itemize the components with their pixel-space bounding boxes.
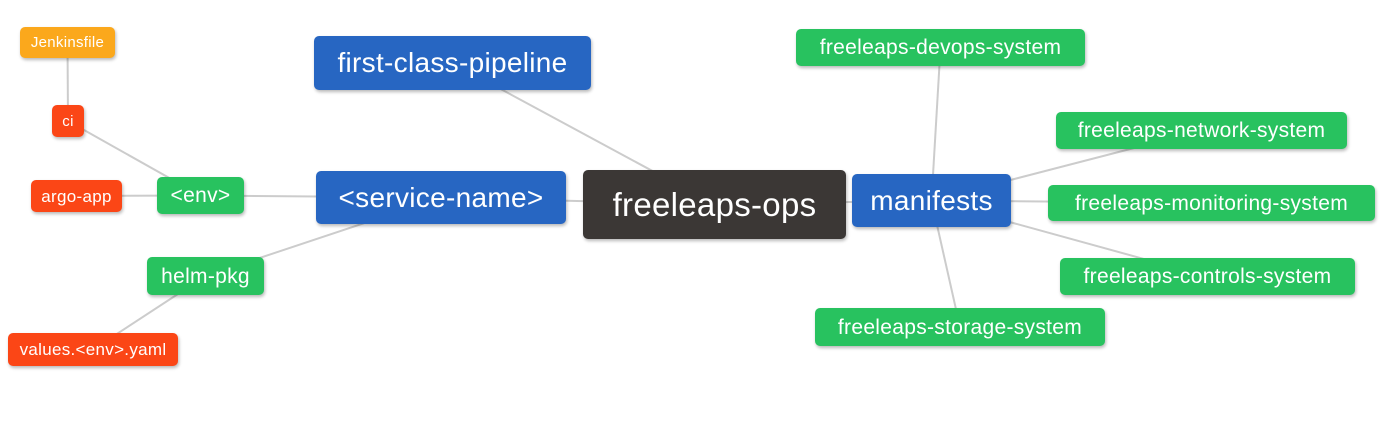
node-env[interactable]: <env> (157, 177, 244, 214)
node-jenkinsfile[interactable]: Jenkinsfile (20, 27, 115, 58)
node-freeleaps-monitoring-system[interactable]: freeleaps-monitoring-system (1048, 185, 1375, 221)
node-first-class-pipeline[interactable]: first-class-pipeline (314, 36, 591, 90)
node-helm-pkg[interactable]: helm-pkg (147, 257, 264, 295)
node-values-env-yaml[interactable]: values.<env>.yaml (8, 333, 178, 366)
node-freeleaps-network-system[interactable]: freeleaps-network-system (1056, 112, 1347, 149)
node-freeleaps-controls-system[interactable]: freeleaps-controls-system (1060, 258, 1355, 295)
node-manifests[interactable]: manifests (852, 174, 1011, 227)
node-freeleaps-ops[interactable]: freeleaps-ops (583, 170, 846, 239)
node-freeleaps-storage-system[interactable]: freeleaps-storage-system (815, 308, 1105, 346)
node-ci[interactable]: ci (52, 105, 84, 137)
node-freeleaps-devops-system[interactable]: freeleaps-devops-system (796, 29, 1085, 66)
node-argo-app[interactable]: argo-app (31, 180, 122, 212)
node-service-name[interactable]: <service-name> (316, 171, 566, 224)
